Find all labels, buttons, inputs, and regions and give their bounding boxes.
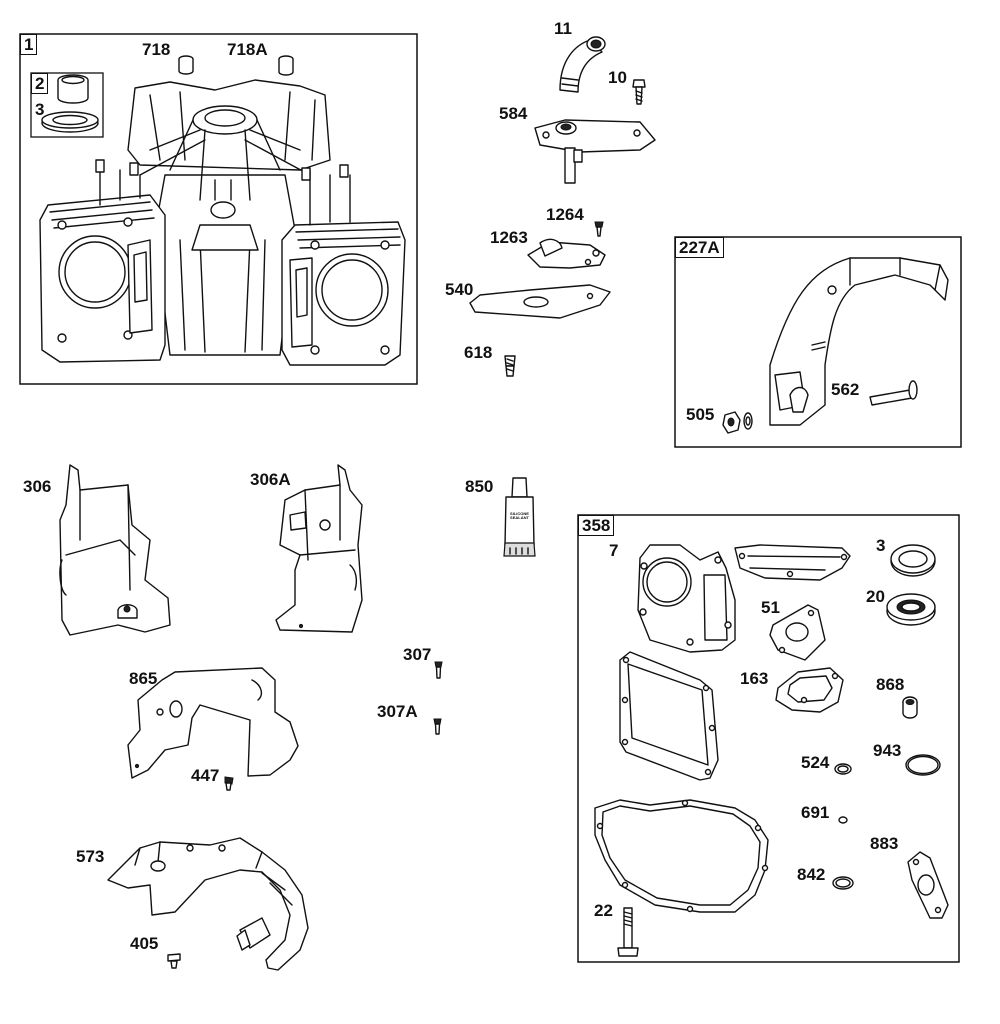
part-label-306: 306 [23, 477, 52, 496]
group-label-gasket-set: 358 [578, 515, 615, 536]
screw-307a-drawing [433, 718, 442, 735]
seal-3-drawing [890, 544, 936, 577]
pin-562-drawing [869, 380, 918, 406]
shroud-573-drawing [107, 837, 309, 971]
part-label-3-block: 3 [35, 100, 45, 119]
part-label-11: 11 [554, 19, 572, 38]
cover-bracket-drawing [769, 257, 949, 426]
part-label-718: 718 [142, 40, 171, 59]
bearing-sleeve-drawing [57, 74, 89, 104]
seal-ring-drawing [41, 111, 99, 133]
part-label-573: 573 [76, 847, 105, 866]
part-label-883: 883 [870, 834, 899, 853]
gasket-set-frame [577, 514, 960, 963]
gasket-540-drawing [469, 284, 611, 319]
head-gasket-7-drawing [637, 544, 736, 653]
part-label-20: 20 [866, 587, 885, 606]
plug-868-drawing [902, 696, 918, 719]
part-label-943: 943 [873, 741, 902, 760]
baffle-306a-drawing [275, 464, 363, 633]
baffle-865-drawing [127, 667, 299, 779]
part-label-524: 524 [801, 753, 830, 772]
part-label-540: 540 [445, 280, 474, 299]
part-label-691: 691 [801, 803, 830, 822]
part-label-842: 842 [797, 865, 826, 884]
bracket-584-drawing [534, 119, 656, 184]
gasket-163-drawing [775, 667, 844, 713]
valve-cover-gasket-drawing [619, 651, 719, 781]
part-label-307: 307 [403, 645, 432, 664]
lever-1263-drawing [527, 238, 606, 269]
cover-gasket-drawing [734, 544, 851, 581]
part-label-584: 584 [499, 104, 528, 123]
bearing-kit-frame [30, 72, 104, 138]
part-label-505: 505 [686, 405, 715, 424]
part-label-718a: 718A [227, 40, 268, 59]
part-label-865: 865 [129, 669, 158, 688]
gasket-51-drawing [769, 604, 826, 661]
gasket-883-drawing [907, 851, 949, 919]
part-label-447: 447 [191, 766, 220, 785]
part-label-163: 163 [740, 669, 769, 688]
group-label-engine-block: 1 [20, 34, 38, 55]
engine-block-drawing [39, 79, 406, 366]
part-label-51: 51 [761, 598, 780, 617]
bolt-618-drawing [504, 355, 516, 377]
part-label-868: 868 [876, 675, 905, 694]
dowel-pin-718-drawing [178, 55, 194, 75]
bolt-22-drawing [617, 907, 639, 957]
part-label-22: 22 [594, 901, 613, 920]
screw-307-drawing [434, 661, 443, 679]
screw-1264-drawing [594, 221, 604, 237]
part-label-405: 405 [130, 934, 159, 953]
part-label-1264: 1264 [546, 205, 584, 224]
group-label-cover-bracket: 227A [675, 237, 724, 258]
sealant-tube-text: SILICONE SEALANT [510, 511, 529, 521]
screw-447-drawing [224, 776, 234, 791]
screw-10-drawing [632, 79, 646, 105]
baffle-306-drawing [59, 464, 171, 636]
part-label-618: 618 [464, 343, 493, 362]
engine-block-frame [19, 33, 418, 385]
part-label-307a: 307A [377, 702, 418, 721]
o-ring-691-drawing [838, 816, 848, 824]
part-label-306a: 306A [250, 470, 291, 489]
part-label-1263: 1263 [490, 228, 528, 247]
o-ring-943-drawing [905, 754, 941, 776]
screw-405-drawing [167, 953, 181, 969]
crankcase-gasket-drawing [594, 799, 769, 913]
part-label-7: 7 [609, 541, 619, 560]
cover-bracket-frame [674, 236, 962, 448]
part-label-10: 10 [608, 68, 627, 87]
dipstick-tube-drawing [559, 36, 606, 93]
part-label-850: 850 [465, 477, 494, 496]
sealant-tube-drawing [503, 477, 536, 557]
part-label-562: 562 [831, 380, 860, 399]
group-label-bearing-kit: 2 [31, 73, 49, 94]
part-label-3: 3 [876, 536, 886, 555]
nut-505-drawing [722, 411, 753, 434]
dowel-pin-718a-drawing [278, 55, 294, 76]
seal-20-drawing [886, 593, 936, 626]
